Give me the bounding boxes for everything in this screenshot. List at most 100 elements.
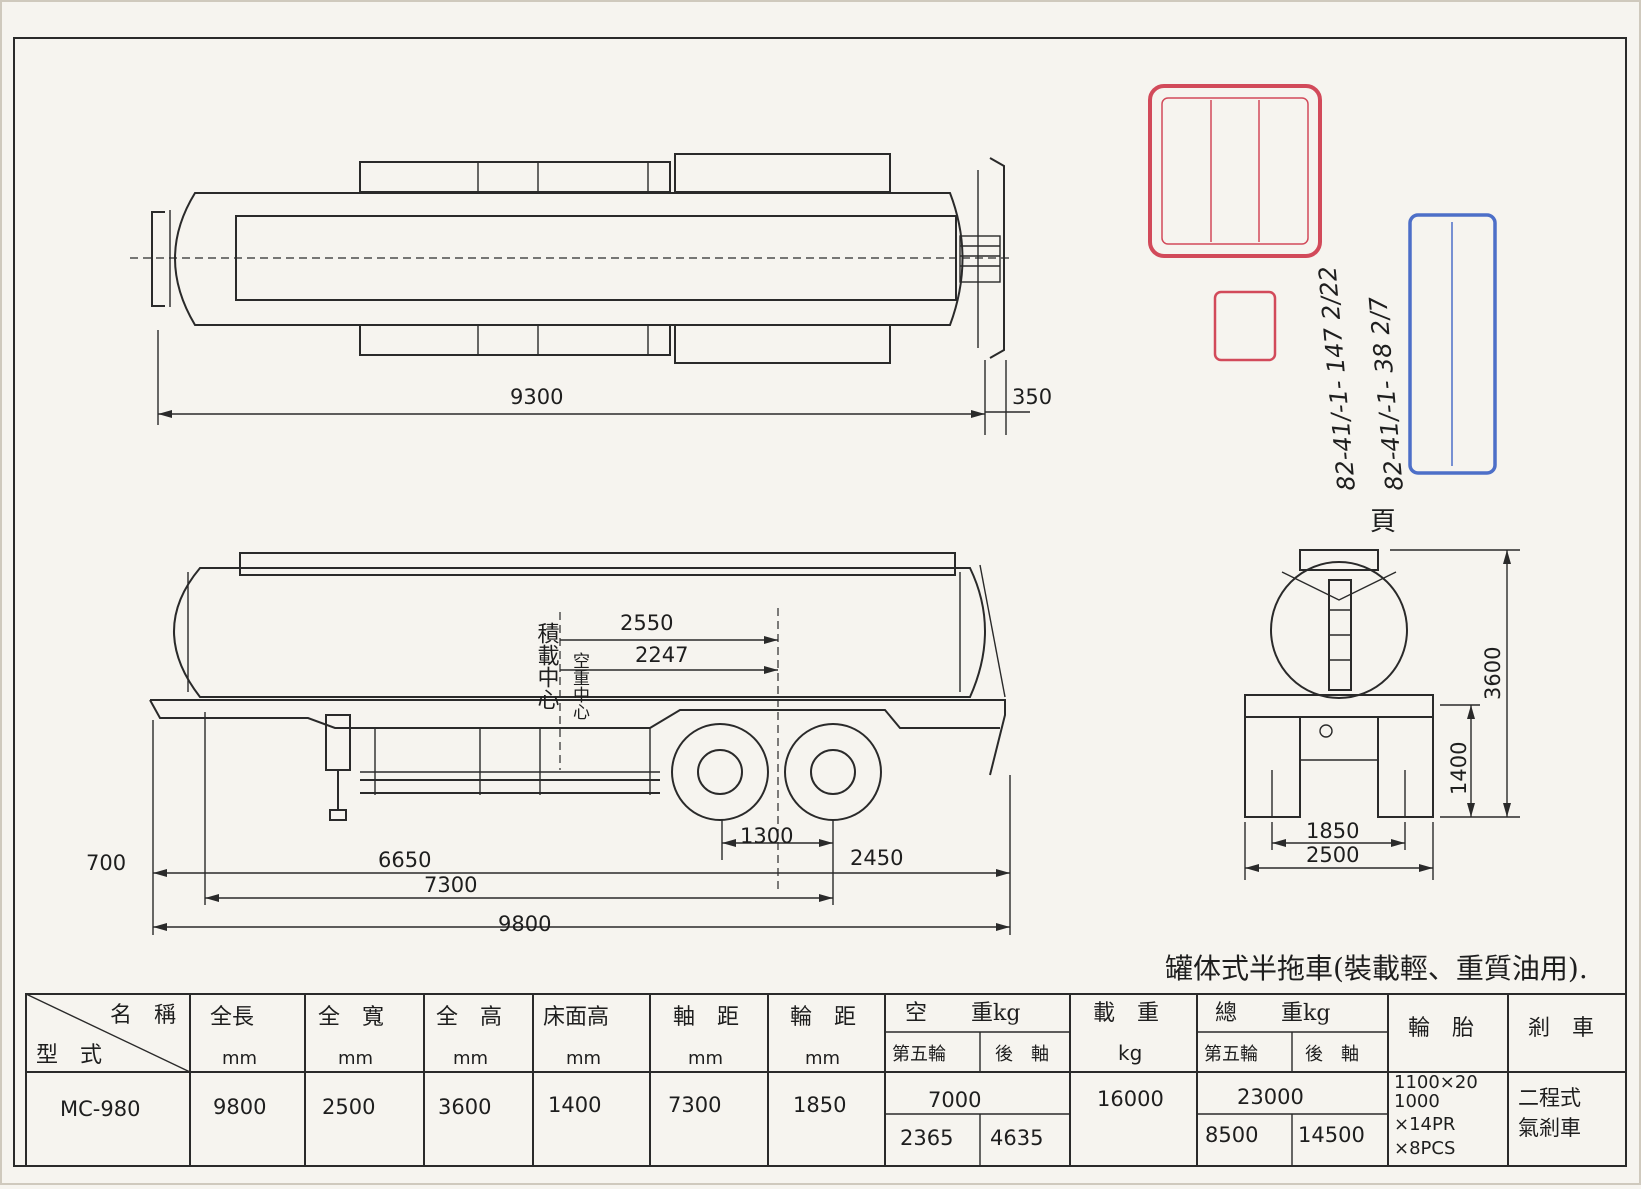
side-view: 2550 2247 積載中心 空重中心 700 6650 7300 9800 1… [86, 552, 1011, 936]
top-box-left [359, 161, 671, 193]
label-load-center: 積載中心 [534, 622, 560, 710]
bottom-box-left [359, 324, 671, 356]
dim-700: 700 [86, 851, 126, 875]
dim-2500: 2500 [1306, 843, 1359, 867]
sub-gross-fifth: 第五輪 [1204, 1044, 1258, 1065]
top-view: 9300 350 [130, 153, 1052, 435]
unit-length: mm [222, 1048, 257, 1069]
row-brake-2: 氣剎車 [1518, 1116, 1581, 1140]
rear-strut [979, 564, 1006, 698]
rear-view: 3600 1400 1850 2500 [1244, 549, 1520, 880]
sub-gross-rear: 後 軸 [1305, 1044, 1359, 1065]
red-small-seal [1213, 290, 1277, 362]
row-tire-4: ×8PCS [1394, 1138, 1455, 1159]
wheel-rear-hub [810, 749, 856, 795]
row-track: 1850 [793, 1093, 846, 1117]
dim-9800: 9800 [498, 912, 551, 936]
header-model: 型 式 [36, 1043, 102, 1068]
dim-2247: 2247 [635, 643, 688, 667]
dim-2550: 2550 [620, 611, 673, 635]
sub-empty-rear: 後 軸 [995, 1044, 1049, 1065]
header-gross: 總 重kg [1215, 1001, 1330, 1026]
tank-end [1270, 561, 1408, 699]
tank-walkway [235, 215, 957, 301]
landing-leg-foot [329, 809, 347, 821]
row-model: MC-980 [60, 1097, 140, 1121]
approval-stamps: 82-41/-1- 147 2/22 82-41/-1- 38 2/7 頁 [1148, 84, 1497, 537]
header-payload: 載 重 [1093, 1001, 1159, 1026]
unit-width: mm [338, 1048, 373, 1069]
handwritten-ref-1: 82-41/-1- 147 2/22 [1313, 265, 1361, 492]
row-floor: 1400 [548, 1093, 601, 1117]
row-width: 2500 [322, 1095, 375, 1119]
unit-track: mm [805, 1048, 840, 1069]
dim-1850: 1850 [1306, 819, 1359, 843]
dim-3600: 3600 [1481, 647, 1505, 700]
spec-table: 名 稱 型 式 全長 全 寬 全 高 床面高 軸 距 輪 距 空 重kg 載 重… [25, 993, 1627, 1167]
dim-2450: 2450 [850, 846, 903, 870]
red-seal-inner [1161, 97, 1309, 245]
row-tire-1: 1100×20 [1394, 1072, 1478, 1093]
row-gross-total: 23000 [1237, 1085, 1304, 1109]
row-gross-fifth: 8500 [1205, 1123, 1258, 1147]
table-frame [25, 993, 1627, 1167]
dim-7300: 7300 [424, 873, 477, 897]
sheet-border [13, 37, 1627, 1167]
top-box-right [674, 153, 891, 193]
header-tire: 輪 胎 [1408, 1016, 1474, 1041]
dim-350: 350 [1012, 385, 1052, 409]
red-square-seal [1148, 84, 1322, 258]
handwritten-ref-2: 82-41/-1- 38 2/7 [1364, 295, 1409, 492]
rear-light [1319, 724, 1333, 738]
handwritten-mark: 頁 [1370, 507, 1396, 537]
header-track: 輪 距 [790, 1005, 856, 1030]
row-tire-3: ×14PR [1394, 1114, 1455, 1135]
manhole-cap [1299, 549, 1379, 571]
header-width: 全 寬 [318, 1005, 384, 1030]
dim-1300: 1300 [740, 824, 793, 848]
row-brake-1: 二程式 [1518, 1086, 1581, 1110]
unit-payload: kg [1118, 1041, 1142, 1065]
header-floor: 床面高 [543, 1005, 609, 1030]
unit-floor: mm [566, 1048, 601, 1069]
row-empty-fifth: 2365 [900, 1126, 953, 1150]
row-empty-rear: 4635 [990, 1126, 1043, 1150]
dim-9300: 9300 [510, 385, 563, 409]
tank-side [173, 567, 986, 698]
bottom-box-right [674, 324, 891, 364]
wheel-front [671, 723, 769, 821]
row-height: 3600 [438, 1095, 491, 1119]
drawing-title: 罐体式半拖車(裝載輕、重質油用). [1165, 952, 1588, 985]
unit-wheelbase: mm [688, 1048, 723, 1069]
row-wheelbase: 7300 [668, 1093, 721, 1117]
table-diagonal [25, 993, 191, 1073]
dim-1400: 1400 [1447, 742, 1471, 795]
tank-top [174, 192, 964, 326]
dim-arrows [764, 636, 778, 674]
blue-seal [1408, 213, 1497, 475]
row-gross-rear: 14500 [1298, 1123, 1365, 1147]
front-bumper [151, 211, 165, 307]
row-tire-2: 1000 [1394, 1091, 1440, 1112]
landing-leg [325, 714, 351, 771]
rear-bumper [989, 157, 1005, 359]
dim-6650: 6650 [378, 848, 431, 872]
tank-ridge [1281, 571, 1397, 601]
row-payload: 16000 [1097, 1087, 1164, 1111]
wheel-rear [784, 723, 882, 821]
rear-frame [1244, 694, 1434, 718]
row-length: 9800 [213, 1095, 266, 1119]
header-height: 全 高 [436, 1005, 502, 1030]
unit-height: mm [453, 1048, 488, 1069]
header-name: 名 稱 [110, 1003, 176, 1028]
row-empty-total: 7000 [928, 1088, 981, 1112]
header-empty: 空 重kg [905, 1001, 1020, 1026]
wheel-front-hub [697, 749, 743, 795]
header-length: 全長 [210, 1005, 254, 1030]
label-empty-center: 空重中心 [569, 652, 590, 720]
sub-empty-fifth: 第五輪 [892, 1044, 946, 1065]
header-brake: 剎 車 [1528, 1016, 1594, 1041]
